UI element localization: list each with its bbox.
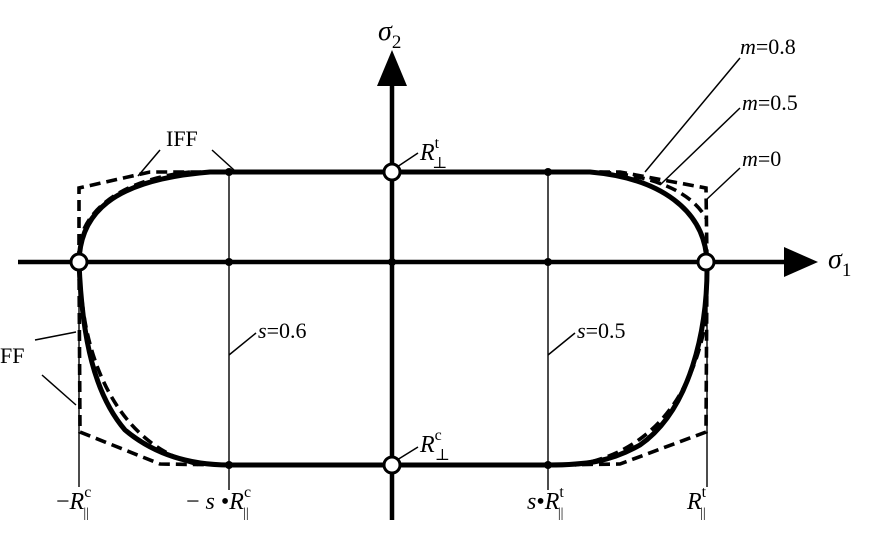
label-s05: s=0.5 [577,318,625,343]
dot-origin [388,258,396,266]
label-ff: FF [0,343,24,368]
sigma1-label: σ1 [828,244,851,281]
leader-s06 [228,332,257,356]
sigma2-label: σ2 [378,16,401,53]
label-r-perp-t: Rt⊥ [419,135,447,172]
label-m0: m=0 [742,146,781,171]
marker-r-perp-t [382,162,402,182]
dot-bottom-right [544,461,552,469]
label-r-perp-c: Rc⊥ [419,427,450,464]
dashed-envelope-bottom-left [77,261,230,467]
marker-neg-r-par-c [69,252,89,272]
dot-mid-right [544,258,552,266]
dashed-curve-m08-top-right [599,170,708,219]
leader-iff-right [211,149,235,171]
leader-r-perp-c [396,446,419,461]
leader-m0 [705,167,741,201]
dot-top-left [225,168,233,176]
dot-top-right [544,168,552,176]
leader-iff-left [137,149,161,177]
label-m08: m=0.8 [740,34,796,59]
sigma2-arrowhead [377,50,407,86]
leader-m08 [644,57,741,173]
label-s-r-par-t: s•Rt|| [527,484,564,521]
marker-r-perp-c [382,455,402,475]
dashed-envelope-top-left [77,170,229,262]
dashed-envelope-top-right [548,170,709,263]
leader-r-perp-t [396,152,419,168]
leader-s05 [547,332,576,356]
label-neg-s-r-par-c: − s •Rc|| [186,484,251,521]
solid-envelope-m0 [76,169,710,468]
leader-ff-upper [34,331,77,341]
label-neg-r-par-c: −Rc|| [56,484,91,521]
label-iff: IFF [166,126,198,151]
label-r-par-t: Rt|| [686,484,707,521]
dot-mid-left [225,258,233,266]
label-m05: m=0.5 [742,90,798,115]
leader-ff-lower [41,374,77,406]
leader-m05 [659,107,741,186]
sigma1-arrowhead [784,247,818,277]
label-s06: s=0.6 [258,318,306,343]
dashed-envelope-bottom-right [547,261,709,467]
marker-r-par-t [696,252,716,272]
dot-bottom-left [225,461,233,469]
